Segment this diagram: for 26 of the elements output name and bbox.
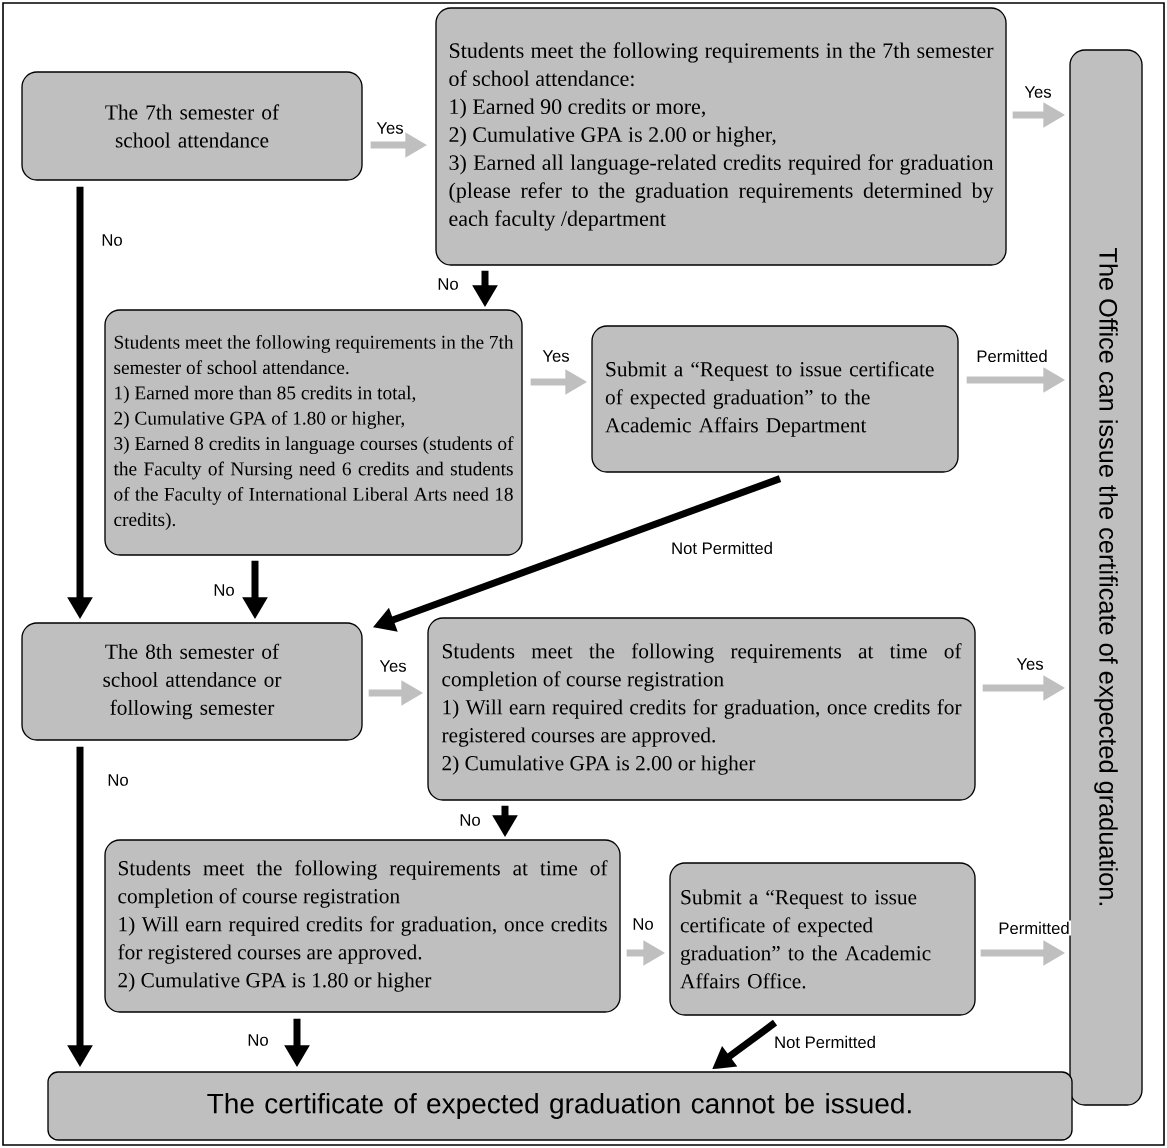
process-box: Students meet the following requirements at time of completion of course registration 1) Will earn required credits for graduation, once credits for registered courses are approved. 2) Cumulative GPA is 1.80 or higher	[104, 839, 621, 1013]
edge-label: Yes	[541, 348, 571, 364]
edge-label: Yes	[378, 658, 408, 674]
edge-label: No	[246, 1032, 270, 1048]
edge-label: No	[631, 916, 655, 932]
process-box: The 7th semester of school attendance	[21, 71, 363, 181]
process-box: Students meet the following requirements in the 7th semester of school attendance: 1) Earned 90 credits or more, 2) Cumulative GPA is 2.00 or higher, 3) Earned all language-related credits required for graduation (please refer to the graduation requirements determined by each faculty /department	[435, 7, 1007, 266]
edge-label: Yes	[1015, 656, 1045, 672]
process-box: Submit a “Request to issue certificate of expected graduation” to the Academic Affairs Department	[591, 325, 959, 473]
edge-label: No	[458, 812, 482, 828]
edge-label: Yes	[375, 120, 405, 136]
process-box: Submit a “Request to issue certificate of expected graduation” to the Academic Affairs Office.	[669, 862, 976, 1016]
edge-label: Yes	[1023, 84, 1053, 100]
process-box: Students meet the following requirements at time of completion of course registration 1) Will earn required credits for graduation, once credits for registered courses are approved. 2) Cumulative GPA is 2.00 or higher	[427, 617, 976, 801]
edge-label: Permitted	[975, 348, 1049, 364]
edge-label: No	[436, 276, 460, 292]
edge-label: No	[106, 772, 130, 788]
process-box: The 8th semester of school attendance or following semester	[21, 622, 363, 741]
edge-label: No	[212, 582, 236, 598]
process-box: Students meet the following requirements in the 7th semester of school attendance. 1) Earned more than 85 credits in total, 2) Cumulative GPA of 1.80 or higher, 3) Earned 8 credits in language courses (students of the Faculty of Nursing need 6 credits and students of the Faculty of International Liberal Arts need 18 credits).	[104, 309, 523, 556]
edge-label: No	[100, 232, 124, 248]
edge-label: Not Permitted	[669, 540, 775, 556]
edge-label: Not Permitted	[772, 1034, 878, 1050]
edge-label: Permitted	[997, 920, 1071, 936]
process-box: The certificate of expected graduation cannot be issued.	[47, 1071, 1073, 1141]
process-box: The Office can issue the certificate of expected graduation.	[1069, 49, 1143, 1106]
